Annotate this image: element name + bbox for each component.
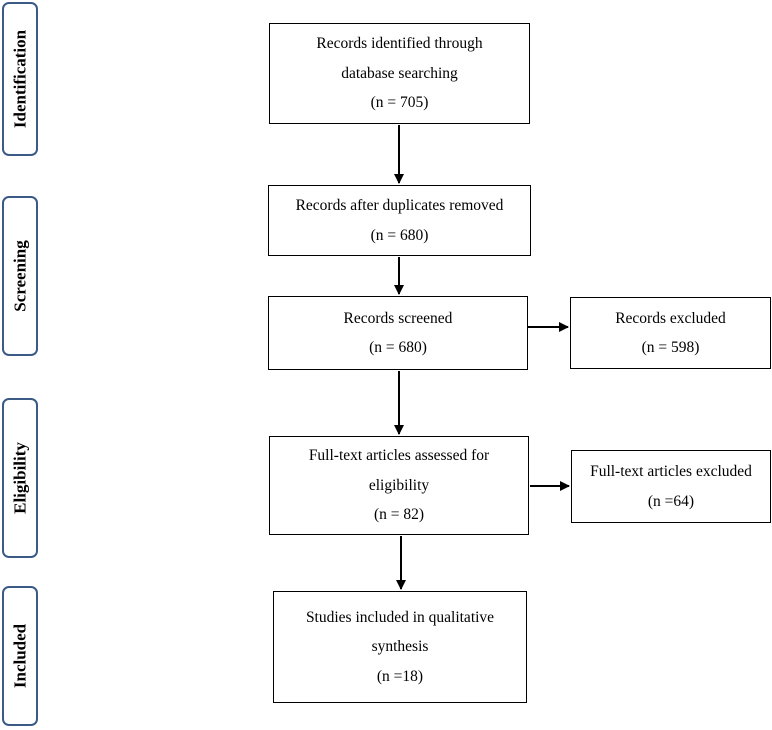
duplicates-removed-line1: Records after duplicates removed	[295, 197, 504, 215]
records-screened-line1: Records screened	[343, 309, 453, 327]
full-text-assessed-line2: eligibility	[368, 476, 430, 494]
duplicates-removed-count: (n = 680)	[370, 226, 429, 244]
records-excluded-box: Records excluded (n = 598)	[570, 297, 771, 369]
full-text-assessed-box: Full-text articles assessed for eligibil…	[269, 436, 529, 535]
duplicates-removed-box: Records after duplicates removed (n = 68…	[268, 185, 531, 256]
records-identified-line1: Records identified through	[316, 35, 483, 53]
full-text-excluded-count: (n =64)	[647, 492, 695, 510]
records-excluded-count: (n = 598)	[641, 339, 700, 356]
stage-identification: Identification	[2, 2, 38, 156]
full-text-excluded-box: Full-text articles excluded (n =64)	[571, 450, 771, 523]
stage-eligibility: Eligibility	[2, 398, 38, 558]
records-identified-line2: database searching	[341, 64, 458, 82]
studies-included-count: (n =18)	[376, 667, 424, 685]
studies-included-box: Studies included in qualitative synthesi…	[273, 591, 527, 703]
studies-included-line1: Studies included in qualitative	[305, 608, 495, 626]
full-text-assessed-line1: Full-text articles assessed for	[308, 447, 490, 465]
stage-screening: Screening	[2, 196, 38, 356]
records-identified-box: Records identified through database sear…	[269, 23, 530, 124]
records-screened-count: (n = 680)	[369, 339, 427, 356]
records-identified-count: (n = 705)	[370, 94, 429, 112]
studies-included-line2: synthesis	[371, 638, 429, 656]
records-excluded-line1: Records excluded	[615, 309, 726, 327]
full-text-excluded-line1: Full-text articles excluded	[590, 463, 752, 481]
full-text-assessed-count: (n = 82)	[373, 506, 425, 524]
records-screened-box: Records screened (n = 680)	[268, 296, 528, 370]
stage-included: Included	[2, 586, 38, 726]
